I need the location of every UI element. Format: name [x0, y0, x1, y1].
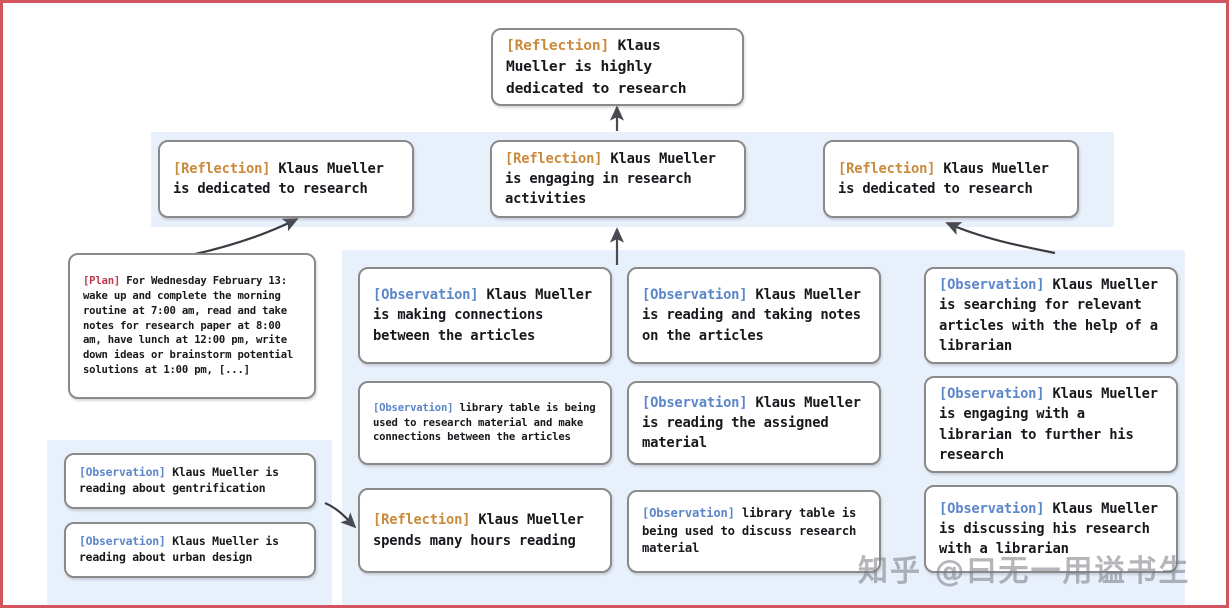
- tag-reflection: [Reflection]: [373, 512, 471, 529]
- node-text: [Observation] Klaus Mueller is making co…: [360, 285, 610, 346]
- tag-reflection: [Reflection]: [173, 160, 271, 177]
- node-text: [Observation] Klaus Mueller is reading a…: [629, 285, 879, 346]
- node-text: [Reflection] Klaus Mueller is engaging i…: [492, 149, 744, 210]
- node-observation-c2-2[interactable]: [Observation] library table is being use…: [358, 381, 612, 465]
- tag-observation: [Observation]: [79, 465, 166, 480]
- node-body: Klaus Mueller is engaging in research ac…: [505, 150, 724, 208]
- tag-observation: [Observation]: [939, 500, 1045, 517]
- node-text: [Plan] For Wednesday February 13: wake u…: [70, 274, 314, 378]
- node-text: [Observation] Klaus Mueller is searching…: [926, 275, 1176, 356]
- tag-observation: [Observation]: [373, 287, 479, 304]
- node-reflection-right[interactable]: [Reflection] Klaus Mueller is dedicated …: [823, 140, 1079, 218]
- node-observation-c4-2[interactable]: [Observation] Klaus Mueller is engaging …: [924, 376, 1178, 473]
- node-observation-c3-2[interactable]: [Observation] Klaus Mueller is reading t…: [627, 381, 881, 465]
- node-reflection-left[interactable]: [Reflection] Klaus Mueller is dedicated …: [158, 140, 414, 218]
- node-body: Klaus Mueller is reading the assigned ma…: [642, 394, 869, 452]
- node-body: Klaus Mueller is dedicated to research: [173, 160, 392, 197]
- node-text: [Observation] Klaus Mueller is engaging …: [926, 384, 1176, 465]
- node-text: [Reflection] Klaus Mueller is dedicated …: [825, 159, 1077, 200]
- node-observation-left-1[interactable]: [Observation] Klaus Mueller is reading a…: [64, 453, 316, 509]
- node-text: [Observation] Klaus Mueller is reading t…: [629, 393, 879, 454]
- node-body: Klaus Mueller is reading about gentrific…: [79, 465, 286, 495]
- tag-observation: [Observation]: [373, 401, 454, 414]
- tag-observation: [Observation]: [939, 385, 1045, 402]
- node-text: [Reflection] Klaus Mueller spends many h…: [360, 510, 610, 551]
- node-text: [Observation] Klaus Mueller is reading a…: [66, 534, 314, 566]
- node-reflection-c2-3[interactable]: [Reflection] Klaus Mueller spends many h…: [358, 488, 612, 573]
- node-body: Klaus Mueller is searching for relevant …: [939, 276, 1166, 354]
- node-body: Klaus Mueller is highly dedicated to res…: [506, 36, 687, 97]
- tag-reflection: [Reflection]: [505, 150, 603, 167]
- node-text: [Observation] Klaus Mueller is reading a…: [66, 465, 314, 497]
- node-observation-c4-3[interactable]: [Observation] Klaus Mueller is discussin…: [924, 485, 1178, 573]
- node-observation-c2-1[interactable]: [Observation] Klaus Mueller is making co…: [358, 267, 612, 364]
- node-body: Klaus Mueller is making connections betw…: [373, 287, 600, 344]
- node-text: [Reflection] Klaus Mueller is highly ded…: [493, 35, 742, 99]
- node-body: Klaus Mueller spends many hours reading: [373, 512, 592, 549]
- node-body: For Wednesday February 13: wake up and c…: [83, 275, 300, 377]
- node-observation-left-2[interactable]: [Observation] Klaus Mueller is reading a…: [64, 522, 316, 578]
- tag-plan: [Plan]: [83, 275, 121, 288]
- node-body: Klaus Mueller is reading and taking note…: [642, 287, 869, 344]
- tag-observation: [Observation]: [79, 534, 166, 549]
- tag-reflection: [Reflection]: [506, 36, 610, 54]
- tag-observation: [Observation]: [642, 394, 748, 411]
- node-body: library table is being used to research …: [373, 401, 602, 444]
- tag-observation: [Observation]: [642, 287, 748, 304]
- node-body: Klaus Mueller is discussing his research…: [939, 500, 1166, 558]
- node-reflection-mid[interactable]: [Reflection] Klaus Mueller is engaging i…: [490, 140, 746, 218]
- node-body: Klaus Mueller is dedicated to research: [838, 160, 1057, 197]
- node-text: [Reflection] Klaus Mueller is dedicated …: [160, 159, 412, 200]
- node-observation-c3-1[interactable]: [Observation] Klaus Mueller is reading a…: [627, 267, 881, 364]
- tag-reflection: [Reflection]: [838, 160, 936, 177]
- node-observation-c4-1[interactable]: [Observation] Klaus Mueller is searching…: [924, 267, 1178, 364]
- node-body: Klaus Mueller is engaging with a librari…: [939, 385, 1166, 463]
- node-body: Klaus Mueller is reading about urban des…: [79, 534, 286, 564]
- node-text: [Observation] library table is being use…: [360, 401, 610, 445]
- node-text: [Observation] Klaus Mueller is discussin…: [926, 499, 1176, 560]
- node-root-reflection[interactable]: [Reflection] Klaus Mueller is highly ded…: [491, 28, 744, 106]
- node-text: [Observation] library table is being use…: [629, 505, 879, 557]
- node-body: library table is being used to discuss r…: [642, 506, 864, 556]
- tag-observation: [Observation]: [939, 276, 1045, 293]
- node-plan[interactable]: [Plan] For Wednesday February 13: wake u…: [68, 253, 316, 399]
- node-observation-c3-3[interactable]: [Observation] library table is being use…: [627, 490, 881, 573]
- tag-observation: [Observation]: [642, 506, 735, 521]
